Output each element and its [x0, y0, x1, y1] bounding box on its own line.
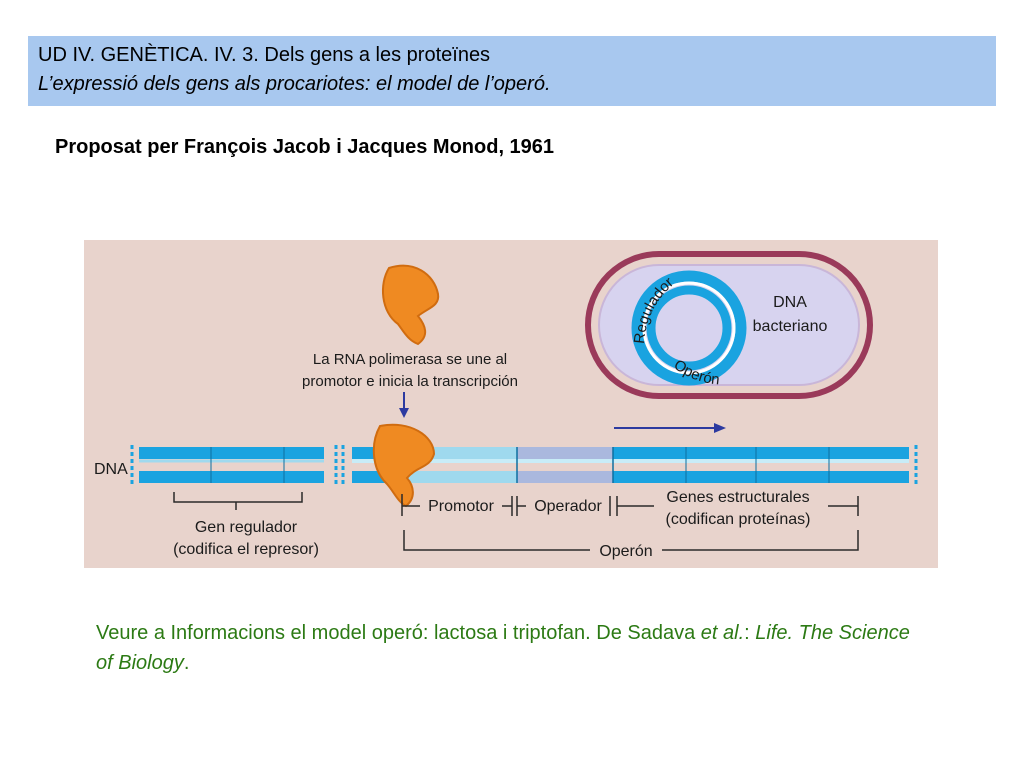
operador-label: Operador	[534, 498, 602, 515]
caption-book-title: Life. The Science of Biology	[96, 622, 910, 674]
operon-label: Operón	[599, 543, 652, 560]
dna-operador-top	[517, 447, 613, 459]
caption-text: Veure a Informacions el model operó: lac…	[96, 622, 701, 644]
rna-polymerase-bound	[372, 423, 436, 508]
caption-etal: et al.	[700, 622, 745, 644]
dna-label: DNA	[94, 461, 128, 478]
polymerase-label-line2: promotor e inicia la transcripción	[302, 373, 518, 390]
reference-caption: Veure a Informacions el model operó: lac…	[96, 618, 916, 678]
operon-diagram-svg: Regulador Operón DNA bacteriano La RNA p…	[84, 240, 938, 568]
promotor-label: Promotor	[428, 498, 494, 515]
dna-promotor-bottom	[402, 471, 517, 483]
gen-regulador-label: Gen regulador	[195, 519, 298, 536]
regulator-bracket	[173, 492, 303, 503]
chromosome-ring-outer	[631, 270, 747, 386]
dna-regulator-strand-bottom	[139, 471, 324, 483]
genes-estructurales-label: Genes estructurales	[666, 489, 809, 506]
binding-arrow-head	[399, 408, 409, 418]
header-title: UD IV. GENÈTICA. IV. 3. Dels gens a les …	[38, 44, 491, 66]
chromosome-ring-inner	[646, 285, 732, 371]
polymerase-label-line1: La RNA polimerasa se une al	[313, 351, 507, 368]
chromosome-ring-gap	[642, 281, 736, 375]
dna-genes-top	[613, 447, 909, 459]
dna-regulator-strand-top	[139, 447, 324, 459]
dna-operador-bottom	[517, 471, 613, 483]
cell-label-bacteriano: bacteriano	[753, 318, 828, 335]
header-subtitle: L’expressió dels gens als procariotes: e…	[38, 73, 551, 95]
rna-polymerase-free	[382, 264, 440, 346]
gen-regulador-sublabel: (codifica el represor)	[173, 541, 319, 558]
cell-label-dna: DNA	[773, 294, 807, 311]
proposal-credit: Proposat per François Jacob i Jacques Mo…	[55, 136, 555, 158]
operon-diagram: Regulador Operón DNA bacteriano La RNA p…	[84, 240, 938, 568]
operon-label-mask	[590, 540, 662, 560]
caption-separator: :	[744, 622, 756, 644]
genes-estructurales-sublabel: (codifican proteínas)	[666, 511, 811, 528]
transcription-arrow-head	[714, 423, 726, 433]
dna-genes-bottom	[613, 471, 909, 483]
caption-period: .	[183, 652, 190, 674]
slide-header: UD IV. GENÈTICA. IV. 3. Dels gens a les …	[28, 36, 996, 106]
